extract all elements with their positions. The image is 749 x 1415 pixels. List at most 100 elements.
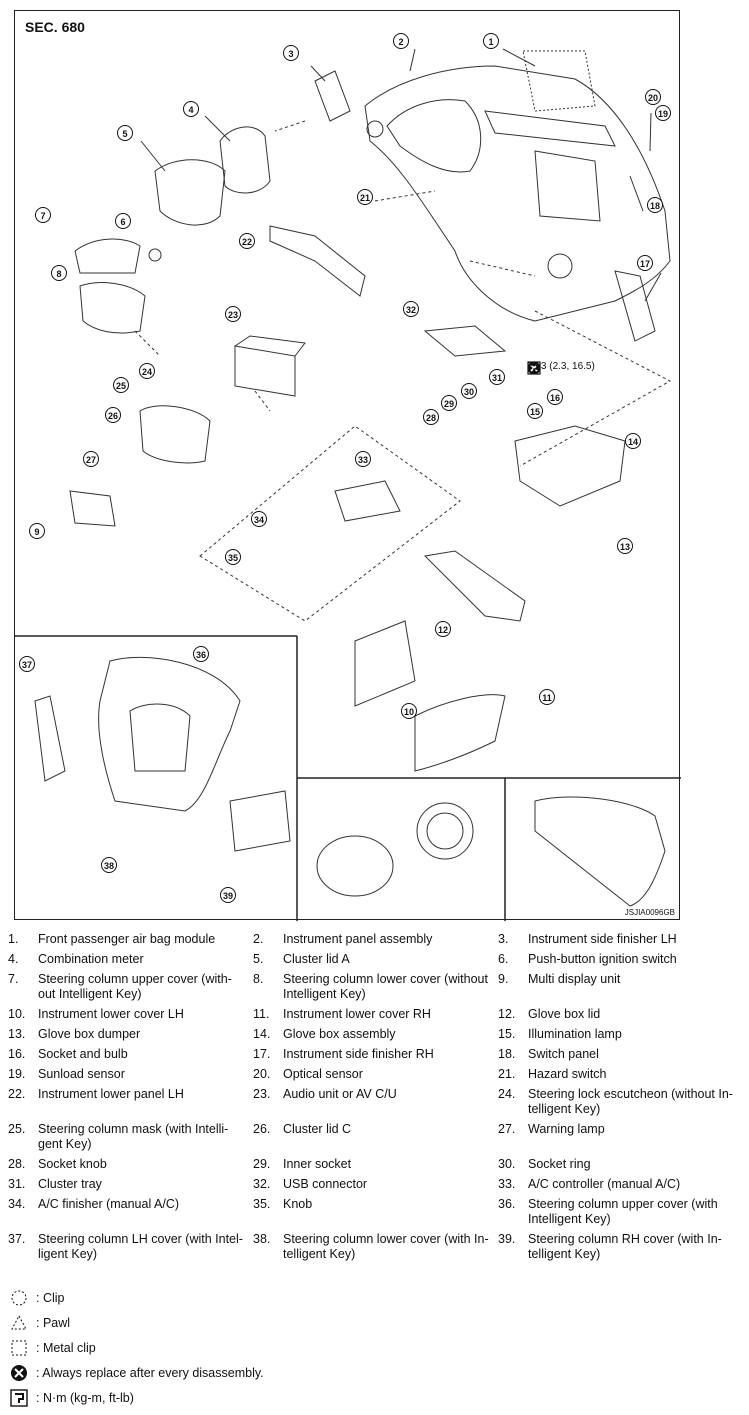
- legend-item-number: 22.: [8, 1087, 26, 1101]
- legend-item: 35.Knob: [253, 1197, 498, 1227]
- callout-38: 38: [101, 857, 117, 873]
- legend-row: 37.Steering column LH cover (with Intel-…: [8, 1232, 743, 1262]
- callout-31: 31: [489, 369, 505, 385]
- legend-item-name: Illumination lamp: [528, 1027, 622, 1041]
- callout-37: 37: [19, 656, 35, 672]
- callout-17: 17: [637, 255, 653, 271]
- callout-19: 19: [655, 105, 671, 121]
- legend-item: 26.Cluster lid C: [253, 1122, 498, 1152]
- symbol-pawl-label: : Pawl: [36, 1315, 71, 1330]
- legend-item: 11. Instrument lower cover RH: [253, 1007, 498, 1022]
- legend-item-name: Optical sensor: [283, 1067, 363, 1081]
- callout-3: 3: [283, 45, 299, 61]
- torque-value: 22.3 (2.3, 16.5): [527, 361, 595, 372]
- legend-item-number: 27.: [498, 1122, 516, 1136]
- legend-item-name: Steering column lower cover (with In-tel…: [283, 1232, 489, 1261]
- symbol-torque-row: : N·m (kg-m, ft-lb): [8, 1385, 264, 1410]
- legend-item-number: 24.: [498, 1087, 516, 1101]
- legend-item: 6.Push-button ignition switch: [498, 952, 743, 967]
- legend-item-number: 1.: [8, 932, 19, 946]
- diagram-drawing: [15, 48, 681, 921]
- legend-item: 13. Glove box dumper: [8, 1027, 253, 1042]
- legend-item-number: 28.: [8, 1157, 26, 1171]
- callout-39: 39: [220, 887, 236, 903]
- callout-35: 35: [225, 549, 241, 565]
- legend-row: 13. Glove box dumper 14. Glove box assembly…: [8, 1027, 743, 1042]
- callout-13: 13: [617, 538, 633, 554]
- legend-item-number: 7.: [8, 972, 19, 986]
- legend-item: 21.Hazard switch: [498, 1067, 743, 1082]
- callout-33: 33: [355, 451, 371, 467]
- callout-23: 23: [225, 306, 241, 322]
- legend-item-name: Steering column LH cover (with Intel-lig…: [38, 1232, 243, 1261]
- legend-item: 27.Warning lamp: [498, 1122, 743, 1152]
- legend-item-number: 14.: [253, 1027, 271, 1041]
- legend-item: 31.Cluster tray: [8, 1177, 253, 1192]
- symbol-metal-clip-row: : Metal clip: [8, 1335, 264, 1360]
- image-code: JSJIA0096GB: [624, 908, 675, 917]
- callout-2: 2: [393, 33, 409, 49]
- legend-item: 37.Steering column LH cover (with Intel-…: [8, 1232, 253, 1262]
- replace-icon: [11, 1364, 27, 1381]
- legend-item-number: 5.: [253, 952, 264, 966]
- legend-item: 29.Inner socket: [253, 1157, 498, 1172]
- legend-item-name: Instrument side finisher LH: [528, 932, 677, 946]
- legend-item-number: 33.: [498, 1177, 516, 1191]
- callout-14: 14: [625, 433, 641, 449]
- legend-item: 14. Glove box assembly: [253, 1027, 498, 1042]
- legend-item-name: Glove box lid: [528, 1007, 601, 1021]
- legend-item-number: 23.: [253, 1087, 271, 1101]
- legend-item-name: Combination meter: [38, 952, 144, 966]
- legend-item: 17.Instrument side finisher RH: [253, 1047, 498, 1062]
- callout-10: 10: [401, 703, 417, 719]
- callout-8: 8: [51, 265, 67, 281]
- legend-item-number: 36.: [498, 1197, 516, 1211]
- legend-item-name: Instrument lower cover RH: [283, 1007, 431, 1021]
- legend-item-name: Sunload sensor: [38, 1067, 125, 1081]
- legend-item-number: 11.: [253, 1007, 270, 1021]
- legend-item-name: Socket knob: [38, 1157, 107, 1171]
- legend-item: 10.Instrument lower cover LH: [8, 1007, 253, 1022]
- legend-item-name: Steering column lower cover (without Int…: [283, 972, 488, 1001]
- callout-4: 4: [183, 101, 199, 117]
- legend-item: 4.Combination meter: [8, 952, 253, 967]
- symbol-replace-row: : Always replace after every disassembly…: [8, 1360, 264, 1385]
- legend-row: 25.Steering column mask (with Intelli-ge…: [8, 1122, 743, 1152]
- torque-wrench-icon: [10, 1388, 28, 1407]
- callout-24: 24: [139, 363, 155, 379]
- legend-item: 39.Steering column RH cover (with In-tel…: [498, 1232, 743, 1262]
- callout-21: 21: [357, 189, 373, 205]
- torque-spec: 22.3 (2.3, 16.5): [527, 361, 595, 375]
- callout-6: 6: [115, 213, 131, 229]
- legend-item: 30. Socket ring: [498, 1157, 743, 1172]
- legend-item: 36.Steering column upper cover (with Int…: [498, 1197, 743, 1227]
- legend-item-name: A/C controller (manual A/C): [528, 1177, 681, 1191]
- legend-item-name: Instrument side finisher RH: [283, 1047, 434, 1061]
- legend-item: 7.Steering column upper cover (with-out …: [8, 972, 253, 1002]
- legend-item-number: 30.: [498, 1157, 516, 1171]
- legend-item-name: Glove box assembly: [283, 1027, 396, 1041]
- callout-30: 30: [461, 383, 477, 399]
- legend-item: 1.Front passenger air bag module: [8, 932, 253, 947]
- callout-27: 27: [83, 451, 99, 467]
- legend-item-number: 20.: [253, 1067, 271, 1081]
- legend-item-number: 3.: [498, 932, 509, 946]
- legend-item-number: 26.: [253, 1122, 271, 1136]
- metal-clip-icon: [11, 1340, 27, 1355]
- legend-item-name: Glove box dumper: [38, 1027, 141, 1041]
- symbol-clip-label: : Clip: [36, 1290, 65, 1305]
- legend-item-name: Switch panel: [528, 1047, 599, 1061]
- legend-item-number: 35.: [253, 1197, 271, 1211]
- legend-item: 33. A/C controller (manual A/C): [498, 1177, 743, 1192]
- legend-item-number: 32.: [253, 1177, 271, 1191]
- legend-item: 5.Cluster lid A: [253, 952, 498, 967]
- legend-item-name: Socket ring: [528, 1157, 591, 1171]
- legend-item-number: 2.: [253, 932, 264, 946]
- legend-item-number: 13.: [8, 1027, 26, 1041]
